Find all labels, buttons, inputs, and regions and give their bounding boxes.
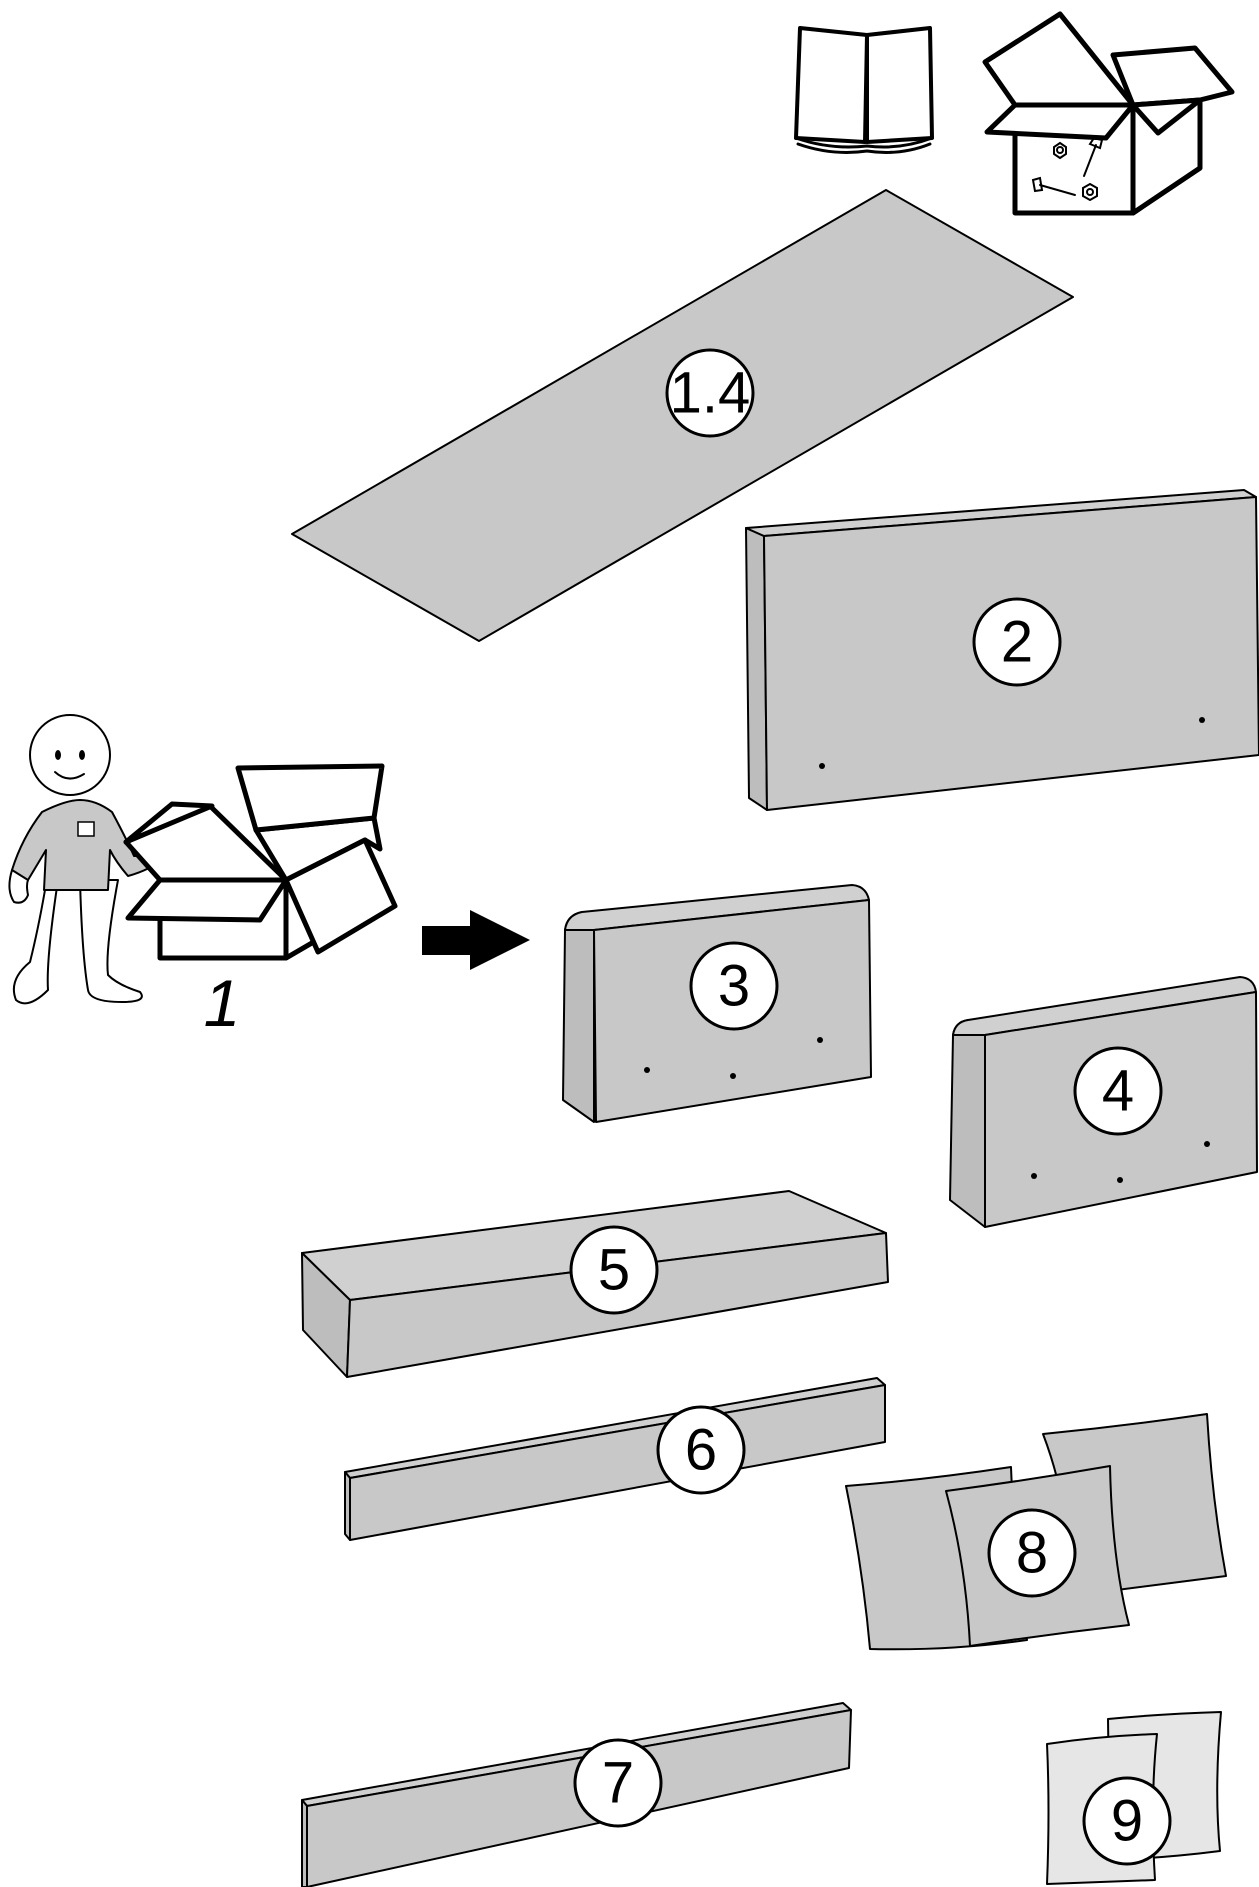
part-label-9-text: 9 — [1111, 1789, 1143, 1854]
part-label-4-text: 4 — [1102, 1059, 1134, 1124]
part-label-5: 5 — [569, 1225, 659, 1315]
box-1 — [123, 763, 398, 961]
part-6-beam — [344, 1377, 886, 1541]
part-label-5-text: 5 — [598, 1238, 630, 1303]
part-label-6-text: 6 — [685, 1418, 717, 1483]
box-1-label: 1 — [204, 966, 241, 1040]
part-label-6: 6 — [656, 1405, 746, 1495]
part-label-1-4-text: 1.4 — [670, 361, 751, 426]
part-label-3: 3 — [689, 941, 779, 1031]
right-arrow-icon — [422, 910, 530, 970]
part-label-3-text: 3 — [718, 954, 750, 1019]
part-label-7-text: 7 — [602, 1751, 634, 1816]
part-label-2-text: 2 — [1001, 610, 1033, 675]
part-label-8: 8 — [987, 1508, 1077, 1598]
part-label-9: 9 — [1082, 1776, 1172, 1866]
part-label-7: 7 — [573, 1738, 663, 1828]
part-label-2: 2 — [972, 597, 1062, 687]
part-label-4: 4 — [1073, 1046, 1163, 1136]
open-book-icon — [794, 26, 934, 154]
part-label-1-4: 1.4 — [665, 348, 755, 438]
hardware-box-icon — [982, 11, 1235, 216]
part-4-panel — [949, 976, 1258, 1228]
part-label-8-text: 8 — [1016, 1521, 1048, 1586]
